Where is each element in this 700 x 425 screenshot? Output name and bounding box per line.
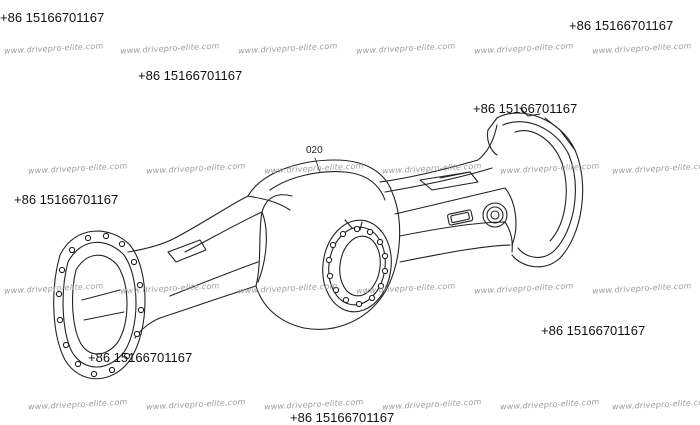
phone-text: +86 15166701167 <box>138 68 243 83</box>
phone-text: +86 15166701167 <box>88 350 193 365</box>
part-leader-line <box>314 157 321 173</box>
cover-bolt-circle <box>325 225 389 308</box>
phone-text: +86 15166701167 <box>0 10 105 25</box>
phone-text: +86 15166701167 <box>569 18 674 33</box>
phone-text: +86 15166701167 <box>290 410 395 425</box>
flange-bolt-circle <box>55 232 145 378</box>
center-bowl <box>247 159 401 330</box>
part-label: 020 <box>306 145 323 156</box>
phone-text: +86 15166701167 <box>541 323 646 338</box>
right-arm <box>379 124 517 263</box>
left-arm <box>127 195 291 339</box>
left-flange <box>53 230 146 380</box>
phone-text: +86 15166701167 <box>473 101 578 116</box>
right-flange <box>486 107 584 268</box>
phone-text: +86 15166701167 <box>14 192 119 207</box>
